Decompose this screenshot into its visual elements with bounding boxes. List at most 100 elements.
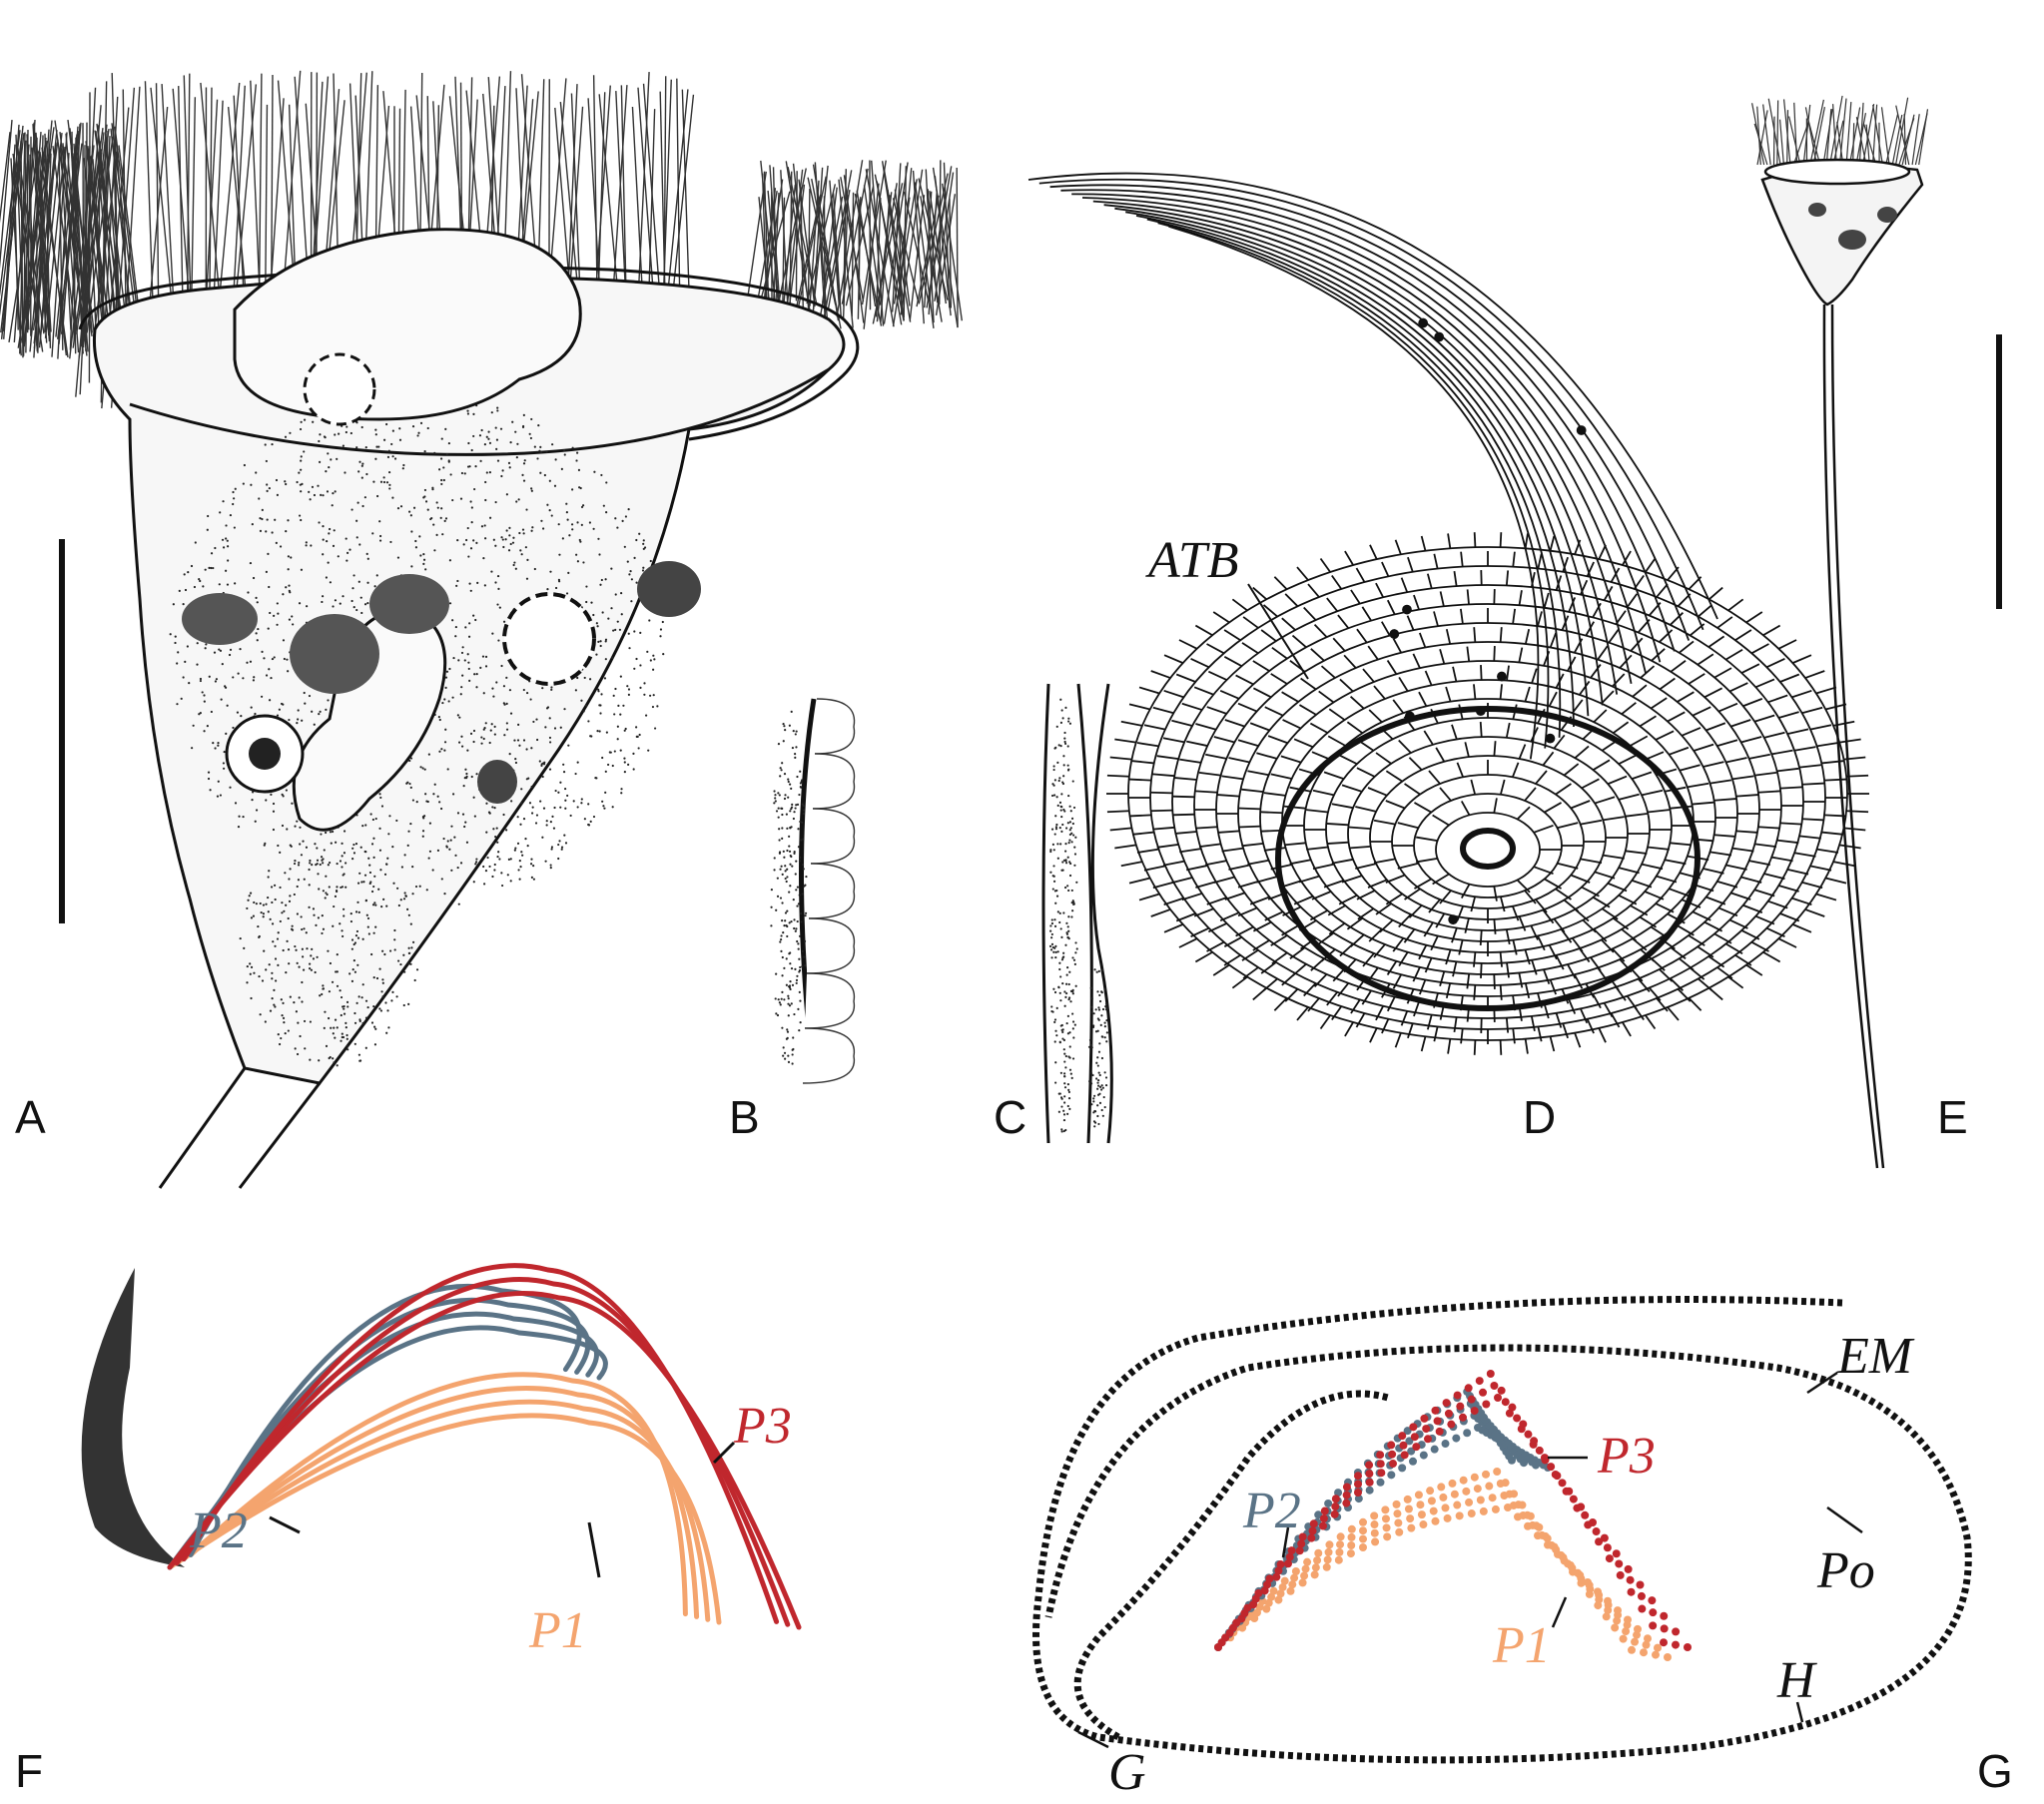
stipple-dot [309, 1020, 313, 1023]
silverline-tick [1190, 658, 1210, 669]
stipple-dot [1067, 720, 1070, 723]
silverline-arc [1060, 189, 1676, 652]
stipple-dot [303, 1019, 307, 1023]
silverline-tick [1692, 706, 1711, 717]
stipple-dot [483, 524, 486, 527]
silverline-tick [1143, 865, 1166, 872]
stipple-dot [445, 670, 449, 673]
cilium [51, 132, 68, 357]
stipple-dot [494, 836, 497, 839]
stipple-dot [368, 864, 371, 867]
stipple-dot [371, 532, 374, 535]
silverline-tick [1632, 937, 1648, 951]
stipple-dot [775, 972, 778, 975]
silverline-tick [1555, 1012, 1563, 1028]
stipple-dot [782, 722, 785, 726]
silverline-tick [1542, 751, 1555, 767]
stipple-dot [318, 713, 321, 716]
stipple-dot [574, 772, 577, 776]
stipple-dot [1056, 761, 1059, 765]
silverline-tick [1252, 986, 1267, 1001]
silverline-tick [1356, 767, 1376, 778]
stipple-dot [399, 899, 402, 902]
stipple-dot [564, 787, 567, 791]
stipple-dot [1067, 1088, 1070, 1091]
panel-label-g: G [1977, 1745, 2013, 1797]
stipple-dot [309, 859, 312, 863]
cilium [58, 130, 80, 344]
silverline-tick [1426, 573, 1433, 589]
stipple-dot [300, 915, 303, 918]
stipple-dot [332, 1057, 335, 1060]
stipple-dot [259, 517, 262, 520]
peniculus-dot-1 [1269, 1586, 1278, 1595]
silverline-tick [1281, 691, 1299, 703]
stipple-dot [411, 866, 414, 869]
silverline-tick [1632, 771, 1653, 781]
stipple-dot [1061, 869, 1064, 872]
stipple-dot [776, 1013, 780, 1017]
peniculus-dot-1 [1439, 1493, 1448, 1502]
stipple-dot [463, 825, 466, 829]
silverline-tick [1195, 826, 1218, 830]
stipple-dot [589, 678, 592, 681]
stipple-dot [352, 942, 355, 946]
stipple-dot [797, 1007, 800, 1011]
stipple-dot [576, 451, 579, 454]
silverline-tick [1163, 923, 1184, 933]
stipple-dot [378, 849, 382, 852]
stipple-dot [391, 990, 394, 994]
stipple-dot [595, 777, 598, 780]
stipple-dot [788, 783, 792, 786]
stipple-dot [780, 865, 783, 868]
silverline-tick [1369, 544, 1378, 560]
stipple-dot [562, 771, 566, 774]
silverline-tick [1801, 706, 1823, 715]
peniculus-dot-1 [1288, 1580, 1297, 1589]
stipple-dot [520, 851, 523, 854]
stipple-dot [322, 890, 325, 893]
silverline-tick [1418, 944, 1428, 960]
stipple-dot [368, 871, 372, 875]
stipple-dot [1091, 1073, 1094, 1077]
stipple-dot [436, 795, 439, 798]
stipple-dot [496, 574, 500, 578]
silverline-tick [1407, 556, 1414, 573]
silverline-tick [1284, 593, 1299, 607]
stipple-dot [204, 647, 207, 650]
stipple-dot [513, 849, 516, 852]
stipple-dot [393, 928, 396, 932]
stipple-dot [1067, 889, 1070, 893]
stipple-dot [406, 844, 409, 847]
silverline-tick [1163, 654, 1184, 664]
silverline-tick [1459, 608, 1464, 624]
food-vacuole-small [1808, 203, 1826, 217]
silverline-tick [1762, 950, 1781, 963]
stipple-dot [443, 893, 446, 896]
stipple-dot [301, 719, 304, 722]
panel-e-illustration: E [1751, 95, 2002, 1169]
panel-a-illustration: A [0, 70, 964, 1189]
stipple-dot [801, 893, 804, 896]
stipple-dot [367, 932, 370, 935]
stipple-dot [341, 444, 345, 447]
stipple-dot [448, 602, 452, 605]
stipple-dot [546, 503, 549, 506]
stipple-dot [288, 900, 292, 902]
stipple-dot [502, 702, 505, 705]
stipple-dot [1062, 1072, 1066, 1075]
stipple-dot [246, 906, 249, 910]
stipple-dot [1050, 918, 1053, 921]
silverline-tick [1385, 800, 1406, 810]
stipple-dot [330, 458, 333, 461]
stipple-dot [385, 1031, 388, 1034]
stipple-dot [453, 836, 456, 839]
stipple-dot [1103, 1071, 1106, 1074]
peniculus-dot-2 [1334, 1489, 1343, 1498]
stipple-dot [256, 601, 259, 604]
silverline-tick [1460, 884, 1471, 900]
stipple-dot [1063, 886, 1067, 890]
stipple-dot [774, 997, 777, 1000]
silverline-tick [1670, 842, 1693, 847]
stipple-dot [294, 944, 297, 948]
